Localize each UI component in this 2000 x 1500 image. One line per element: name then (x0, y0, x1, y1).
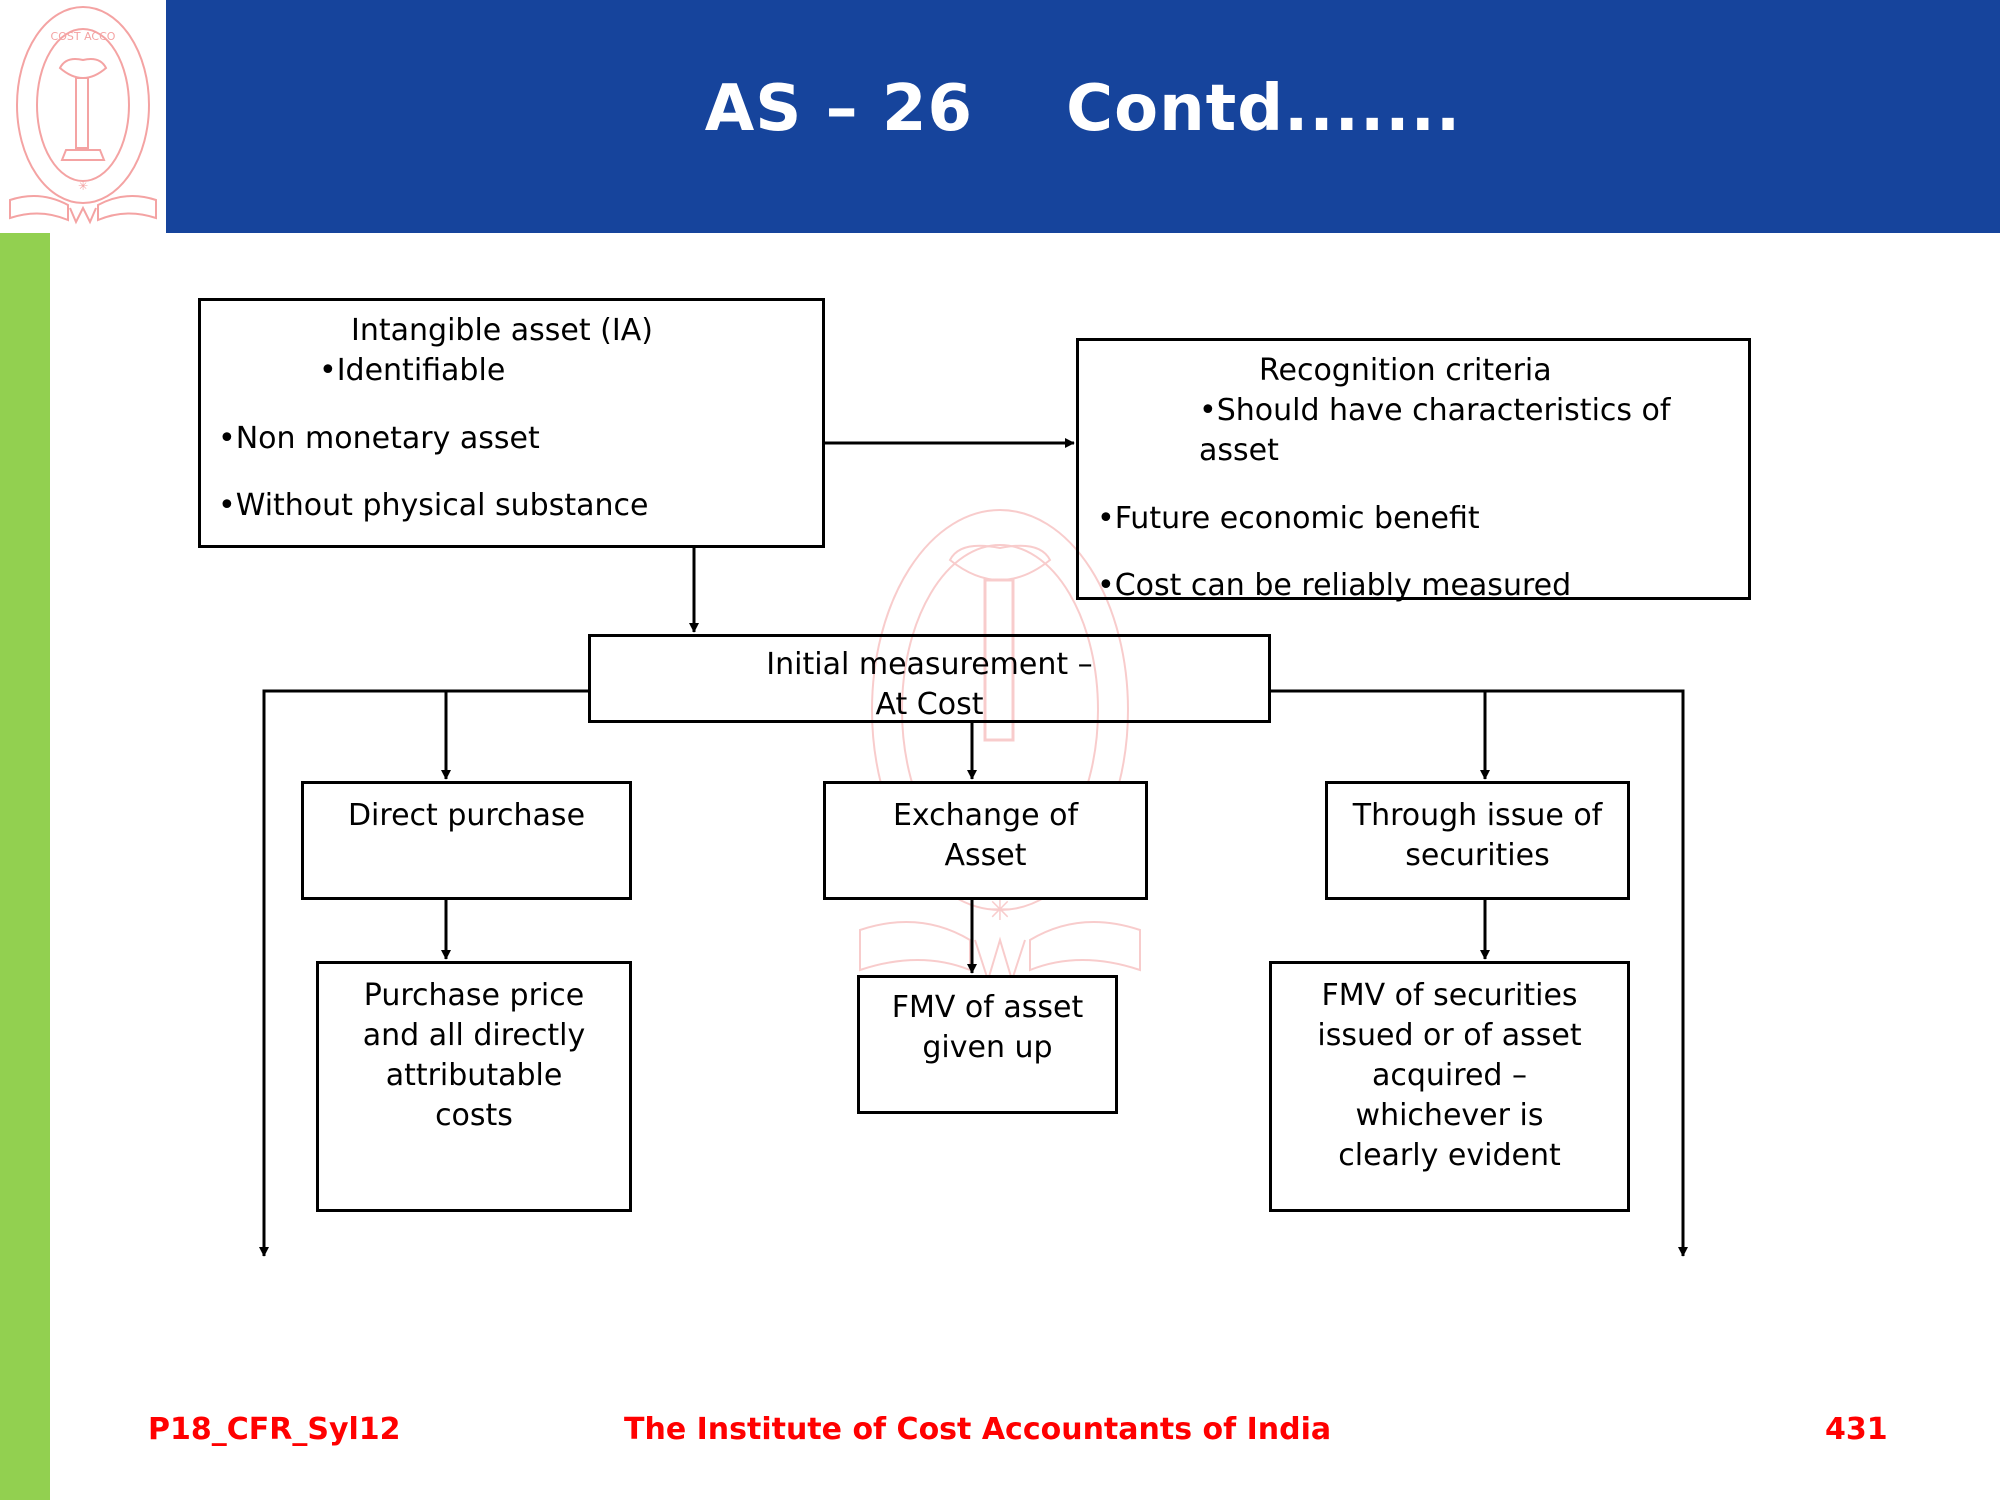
fmv-securities-box: FMV of securities issued or of asset acq… (1269, 961, 1630, 1212)
recognition-criteria-bullet-cont: asset (1199, 433, 1279, 468)
intangible-asset-heading: Intangible asset (IA) (351, 313, 653, 348)
intangible-asset-bullet: •Non monetary asset (218, 421, 540, 456)
recognition-criteria-bullet: •Future economic benefit (1097, 501, 1480, 536)
result-line: and all directly (362, 1018, 586, 1053)
intangible-asset-bullet: •Identifiable (319, 353, 506, 388)
result-line: acquired – (1372, 1058, 1527, 1093)
result-line: issued or of asset (1317, 1018, 1582, 1053)
footer-course-code: P18_CFR_Syl12 (148, 1412, 401, 1447)
fmv-asset-box: FMV of asset given up (857, 975, 1118, 1114)
issue-of-securities-box: Through issue of securities (1325, 781, 1630, 900)
direct-purchase-box: Direct purchase (301, 781, 632, 900)
result-line: clearly evident (1338, 1138, 1561, 1173)
recognition-criteria-heading: Recognition criteria (1259, 353, 1552, 388)
initial-measurement-line2: At Cost (875, 687, 984, 722)
result-line: given up (922, 1030, 1053, 1065)
method-label: Exchange of (892, 798, 1079, 833)
intangible-asset-box: Intangible asset (IA) •Identifiable •Non… (198, 298, 825, 548)
exchange-of-asset-box: Exchange of Asset (823, 781, 1148, 900)
result-line: Purchase price (363, 978, 585, 1013)
method-label: securities (1405, 838, 1550, 873)
intangible-asset-bullet: •Without physical substance (218, 488, 649, 523)
method-label: Through issue of (1352, 798, 1603, 833)
side-accent-bar (0, 233, 50, 1500)
recognition-criteria-box: Recognition criteria •Should have charac… (1076, 338, 1751, 603)
result-line: FMV of asset (891, 990, 1084, 1025)
method-label: Direct purchase (347, 798, 586, 833)
initial-measurement-box: Initial measurement – At Cost (588, 634, 1271, 723)
recognition-criteria-bullet: •Cost can be reliably measured (1097, 568, 1572, 603)
footer-institute-name: The Institute of Cost Accountants of Ind… (624, 1412, 1332, 1447)
institute-emblem-icon: COST ACCO ✳ (9, 6, 157, 225)
slide-header (166, 0, 2000, 233)
svg-text:✳: ✳ (78, 179, 88, 193)
initial-measurement-line1: Initial measurement – (766, 647, 1093, 682)
result-line: attributable (385, 1058, 563, 1093)
method-label: Asset (944, 838, 1027, 873)
purchase-price-box: Purchase price and all directly attribut… (316, 961, 632, 1212)
svg-text:COST ACCO: COST ACCO (51, 30, 116, 43)
recognition-criteria-bullet: •Should have characteristics of (1199, 393, 1671, 428)
result-line: costs (435, 1098, 513, 1133)
result-line: whichever is (1355, 1098, 1544, 1133)
slide-title: AS – 26 Contd....... (704, 72, 1462, 146)
footer-page-number: 431 (1825, 1412, 1888, 1447)
result-line: FMV of securities (1321, 978, 1578, 1013)
